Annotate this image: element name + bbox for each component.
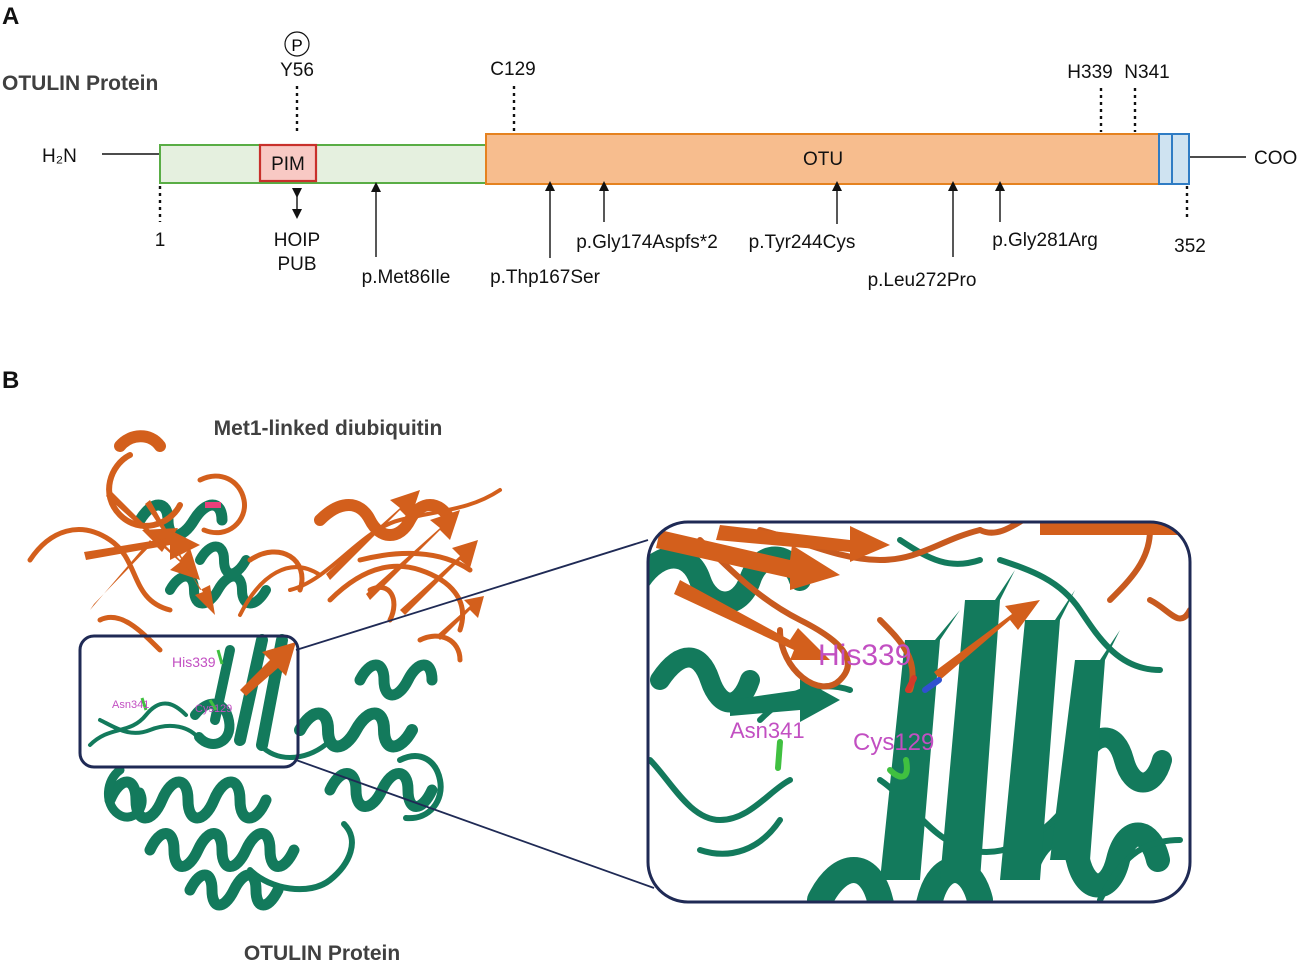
selection-box <box>78 634 300 769</box>
n-terminal-region <box>159 144 487 184</box>
pim-domain-label: PIM <box>271 154 305 175</box>
ubiquitin-beta-strands <box>84 490 484 696</box>
zoom-connector-bottom <box>295 759 655 889</box>
residue-his339-zoom: His339 <box>818 639 911 672</box>
variant-label-leu272pro: p.Leu272Pro <box>868 270 977 291</box>
panel-b: B Met1-linked diubiquitin OTULIN Protein <box>2 367 1192 965</box>
residue-cys129-zoom: Cys129 <box>853 729 934 756</box>
otu-domain <box>485 133 1160 185</box>
residue-asn341-zoom: Asn341 <box>730 718 805 743</box>
variant-label-gly174aspfs: p.Gly174Aspfs*2 <box>576 232 718 253</box>
phospho-circle-icon <box>284 31 310 57</box>
pub-label: PUB <box>277 254 316 275</box>
active-site-sticks-small <box>140 649 224 711</box>
zoom-frame <box>646 520 1192 904</box>
panel-a: A OTULIN Protein H₂N COO PIM OTU P Y56 C… <box>2 3 1297 291</box>
diubiquitin-structure <box>27 430 502 663</box>
residue-his339-small: His339 <box>172 654 216 670</box>
site-n341-label: N341 <box>1124 62 1169 83</box>
panel-a-label: A <box>2 3 19 30</box>
position-start-label: 1 <box>155 230 166 251</box>
variant-label-tyr244cys: p.Tyr244Cys <box>749 232 856 253</box>
panel-b-label: B <box>2 367 19 394</box>
c-terminal-region <box>1158 133 1190 185</box>
n-terminus-label: H₂N <box>42 146 77 167</box>
c-terminus-label: COO <box>1254 148 1297 169</box>
panel-a-title: OTULIN Protein <box>2 72 158 95</box>
variant-label-thp167ser: p.Thp167Ser <box>490 267 601 288</box>
hoip-label: HOIP <box>274 230 320 251</box>
phospho-symbol: P <box>291 36 302 55</box>
otu-domain-label: OTU <box>803 149 843 170</box>
residue-asn341-small: Asn341 <box>112 699 149 711</box>
site-h339-label: H339 <box>1067 62 1112 83</box>
site-c129-label: C129 <box>490 59 535 80</box>
diubiquitin-title: Met1-linked diubiquitin <box>214 417 443 440</box>
otulin-structure-title: OTULIN Protein <box>244 942 400 965</box>
site-y56-label: Y56 <box>280 60 314 81</box>
variant-label-met86ile: p.Met86Ile <box>362 267 451 288</box>
pim-domain <box>258 143 318 183</box>
position-end-label: 352 <box>1174 236 1206 257</box>
residue-cys129-small: Cys129 <box>195 703 232 715</box>
zoom-view <box>648 522 1190 902</box>
variant-label-gly281arg: p.Gly281Arg <box>992 230 1098 251</box>
zoom-connector-top <box>295 539 649 651</box>
